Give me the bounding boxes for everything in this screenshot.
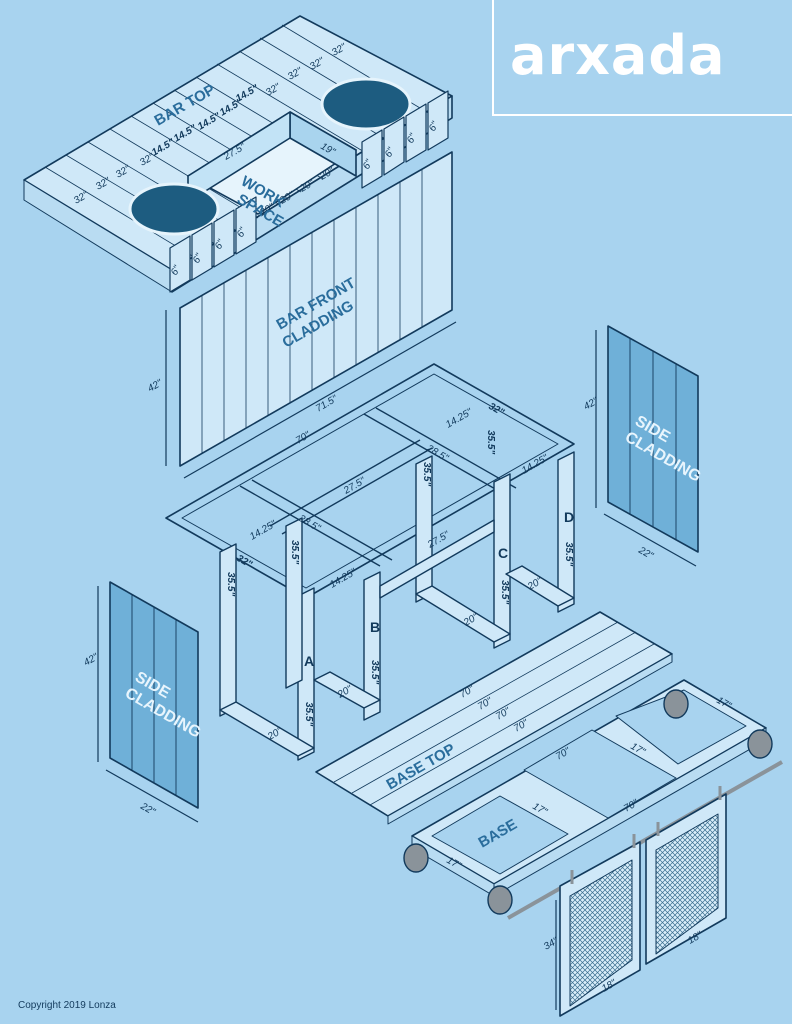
bar-front-width: 71.5": [314, 393, 340, 414]
side-left-width: 22": [138, 801, 157, 819]
frame-leg-label: A: [304, 653, 314, 669]
copyright-text: Copyright 2019 Lonza: [18, 1000, 116, 1011]
side-right-width: 22": [636, 545, 655, 563]
bar-top-part: [23, 15, 453, 293]
frame-dim-14-25: 14.25": [520, 453, 551, 477]
side-cladding-left-part: [97, 581, 199, 823]
frame-dim-32: 32": [235, 553, 254, 571]
caster-wheel: [403, 689, 773, 915]
frame-dim-35-5: 35.5": [289, 540, 300, 564]
frame-part: [165, 363, 575, 761]
frame-dim-35-5: 35.5": [499, 580, 510, 604]
bar-front-cladding-part: [165, 151, 457, 479]
frame-leg-label: B: [370, 619, 380, 635]
frame-dim-35-5: 35.5": [563, 542, 574, 566]
frame-leg-label: D: [564, 509, 574, 525]
frame-dim-14-25: 14.25": [248, 519, 279, 543]
base-top-part: [315, 611, 673, 825]
bar-front-height: 42": [146, 378, 165, 395]
frame-dim-35-5: 35.5": [369, 660, 380, 684]
side-right-height: 42": [582, 396, 601, 413]
frame-dim-35-5: 35.5": [225, 572, 236, 596]
side-cladding-right-part: [595, 325, 699, 567]
frame-dim-35-5: 35.5": [421, 462, 432, 486]
frame-leg-label: C: [498, 545, 508, 561]
base-part: [403, 679, 773, 915]
frame-dim-35-5: 35.5": [485, 430, 496, 454]
brand-frame: [492, 0, 792, 116]
frame-dim-70: 70": [294, 430, 313, 447]
frame-dim-14-25: 14.25": [328, 567, 359, 591]
brand-logo: arxada: [510, 24, 726, 87]
frame-dim-35-5: 35.5": [303, 702, 314, 726]
sliding-doors-part: [507, 760, 783, 1017]
frame-dim-14-25: 14.25": [444, 407, 475, 431]
frame-dim-27-5: 27.5": [341, 475, 368, 497]
door-height: 34": [542, 936, 561, 953]
